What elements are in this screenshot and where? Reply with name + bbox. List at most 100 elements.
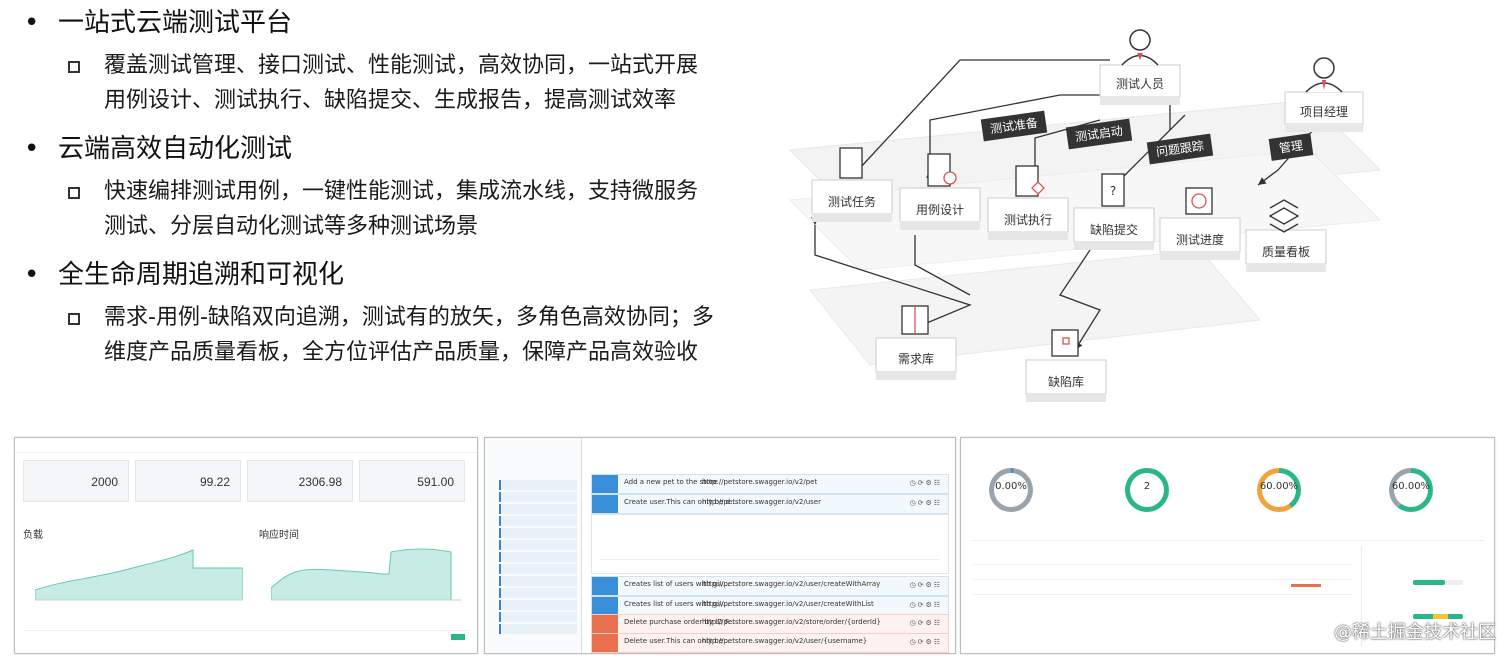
sidebar-item[interactable] [499,504,577,514]
kpi-value: 2000 [91,475,118,489]
tag-manage: 管理 [1268,133,1314,161]
sidebar-item[interactable] [499,552,577,562]
svg-text:测试启动: 测试启动 [1074,123,1124,145]
response-area-chart [271,548,461,601]
layers-icon [1268,207,1300,225]
defect-table [973,554,1353,614]
module-defects: 缺陷库 [1025,329,1107,402]
workflow-diagram-svg: 测试人员 项目经理 测试准备 测试启动 问题跟踪 管理 测试任务 用例设计 测试… [788,29,1382,402]
kpi-card: 99.22 [135,460,241,502]
tester-label: 测试人员 [1116,76,1164,91]
response-panel-title: 响应时间 [259,530,299,541]
bullet-sub: 快速编排测试用例，一键性能测试，集成流水线，支持微服务测试、分层自动化测试等多种… [20,174,760,244]
bullet-sub-line: 快速编排测试用例，一键性能测试，集成流水线，支持微服务 [104,179,699,204]
sidebar-item[interactable] [499,612,577,622]
sidebar-item[interactable] [499,600,577,610]
progress-ring: 60.00% [1257,468,1301,512]
workflow-diagram: 测试人员 项目经理 测试准备 测试启动 问题跟踪 管理 测试任务 用例设计 测试… [770,20,1382,440]
bullet-heading-text: 云端高效自动化测试 [58,134,293,164]
api-sidebar [485,438,582,653]
lower-platform [809,249,1261,366]
sidebar-item[interactable] [499,516,577,526]
sidebar-item[interactable] [499,588,577,598]
bullet-sub-line: 覆盖测试管理、接口测试、性能测试，高效协同，一站式开展 [104,53,699,78]
sidebar-item[interactable] [499,492,577,502]
bullet-list: •一站式云端测试平台 覆盖测试管理、接口测试、性能测试，高效协同，一站式开展用例… [20,6,760,384]
module-quality-board: 质量看板 [1245,199,1327,272]
bullet-heading: •云端高效自动化测试 [24,134,293,164]
bullet-sub-line: 测试、分层自动化测试等多种测试场景 [104,214,479,239]
svg-text:管理: 管理 [1278,137,1304,155]
load-area-chart [35,549,243,601]
kpi-value: 99.22 [199,475,230,489]
api-detail-panel [591,514,949,574]
api-row[interactable]: Delete purchase order by ID F...http://p… [591,614,949,634]
arrow-req-task [811,217,972,331]
module-task: 测试任务 [811,147,893,222]
svg-text:测试进度: 测试进度 [1176,232,1224,247]
kpi-card: 2000 [23,460,129,502]
svg-text:测试准备: 测试准备 [989,115,1039,137]
api-row[interactable]: Creates list of users with giv...http://… [591,576,949,596]
screenshot-quality-board: 0.00% 2 60.00% 60.00% [960,437,1495,654]
bullet-heading: •全生命周期追溯和可视化 [24,260,345,290]
svg-text:质量看板: 质量看板 [1262,245,1310,259]
box-icon [1051,329,1079,357]
bullet-sub: 覆盖测试管理、接口测试、性能测试，高效协同，一站式开展用例设计、测试执行、缺陷提… [20,48,760,118]
kpi-value: 2306.98 [298,475,342,489]
document-icon [839,147,863,179]
arrow-tester-task [851,59,1110,177]
kpi-card: 2306.98 [247,460,353,502]
svg-text:测试任务: 测试任务 [828,194,876,209]
user-icon [1129,29,1151,51]
svg-text:需求库: 需求库 [898,351,934,366]
watermark: @稀土掘金技术社区 [1334,622,1496,643]
svg-text:缺陷提交: 缺陷提交 [1090,222,1138,237]
progress-ring: 0.00% [989,468,1033,512]
api-row[interactable]: Create user.This can only be d...http://… [591,494,949,514]
svg-text:问题跟踪: 问题跟踪 [1155,139,1204,160]
bullet-sub-line: 用例设计、测试执行、缺陷提交、生成报告，提高测试效率 [104,88,677,113]
progress-bar [1413,614,1463,619]
target-icon [1185,187,1213,215]
tester-role: 测试人员 [1099,29,1181,105]
sidebar-item[interactable] [499,624,577,634]
bullet-heading-text: 一站式云端测试平台 [58,8,293,38]
manager-label: 项目经理 [1300,105,1348,119]
api-row[interactable]: Delete user.This can only be ...http://p… [591,633,949,653]
sidebar-item[interactable] [499,528,577,538]
svg-text:缺陷库: 缺陷库 [1048,374,1084,389]
manager-role: 项目经理 [1284,57,1364,132]
api-row[interactable]: Creates list of users with giv...http://… [591,596,949,616]
sidebar-item[interactable] [499,576,577,586]
module-design: 用例设计 [899,153,981,230]
document-icon [1101,173,1125,207]
module-execute: 测试执行 [987,165,1069,240]
bullet-sub: 需求-用例-缺陷双向追溯，测试有的放矢，多角色高效协同；多维度产品质量看板，全方… [20,300,760,370]
module-progress: 测试进度 [1159,187,1241,260]
svg-text:用例设计: 用例设计 [916,203,964,217]
kpi-value: 591.00 [417,475,454,489]
arrow-prepare [926,94,1171,178]
sidebar-item[interactable] [499,480,577,490]
tag-start: 测试启动 [1065,118,1133,150]
bullet-heading-text: 全生命周期追溯和可视化 [58,260,345,290]
kpi-card: 591.00 [359,460,465,502]
svg-text:?: ? [1110,184,1116,198]
arrow-req-design [914,235,971,296]
tag-prepare: 测试准备 [980,110,1048,142]
user-icon [1313,57,1335,79]
sidebar-item[interactable] [499,564,577,574]
tag-track: 问题跟踪 [1146,133,1214,165]
module-requirements: 需求库 [875,305,957,380]
bullet-heading: •一站式云端测试平台 [24,8,293,38]
screenshot-performance: 2000 99.22 2306.98 591.00 负载 响应时间 [14,437,478,654]
sidebar-item[interactable] [499,540,577,550]
progress-ring: 2 [1125,468,1169,512]
progress-ring: 60.00% [1389,468,1433,512]
load-panel-title: 负载 [23,530,43,541]
bullet-sub-line: 维度产品质量看板，全方位评估产品质量，保障产品高效验收 [104,340,699,365]
progress-bar [1413,580,1463,585]
